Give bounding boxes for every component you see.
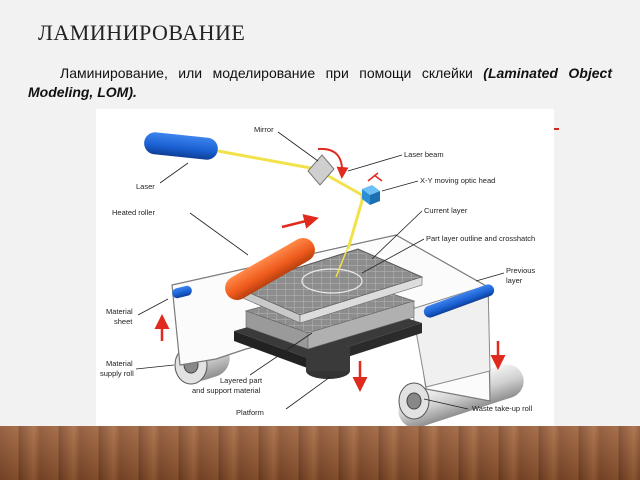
laser-source (144, 132, 218, 160)
xy-arrows (367, 172, 383, 182)
intro-text-ru: Ламинирование, или моделирование при пом… (60, 65, 484, 81)
label-current-layer: Current layer (424, 206, 468, 215)
roller-direction-arrow (281, 214, 319, 229)
optic-head (362, 185, 380, 205)
label-layered-part-1: Layered part (220, 376, 263, 385)
red-dash-mark (553, 128, 559, 130)
intro-paragraph: Ламинирование, или моделирование при пом… (28, 64, 612, 102)
leader-lines (135, 131, 505, 410)
mirror (307, 154, 335, 186)
label-laser: Laser (136, 182, 155, 191)
label-material-sheet-2: sheet (114, 317, 133, 326)
label-laser-beam: Laser beam (404, 150, 444, 159)
left-sheet-rail (172, 285, 192, 299)
label-outline: Part layer outline and crosshatch (426, 234, 535, 243)
right-blue-rail (423, 284, 495, 318)
label-previous-2: layer (506, 276, 523, 285)
label-supply-roll-2: supply roll (100, 369, 134, 378)
label-waste-roll: Waste take-up roll (472, 404, 532, 413)
wood-floor-background (0, 426, 640, 480)
lom-diagram: Mirror Laser Laser beam X-Y moving optic… (96, 109, 554, 435)
heated-roller (225, 238, 315, 300)
label-supply-roll-1: Material (106, 359, 133, 368)
intro-text-en: (Laminated Object Modeling, LOM). (28, 65, 612, 100)
mirror-rotate-arrow (317, 147, 349, 179)
label-platform: Platform (236, 408, 264, 417)
laser-beam-path (217, 149, 364, 250)
slide-title: ЛАМИНИРОВАНИЕ (38, 20, 246, 45)
label-previous-1: Previous (506, 266, 535, 275)
label-layered-part-2: and support material (192, 386, 261, 395)
part-outline (301, 268, 363, 294)
label-heated-roller: Heated roller (112, 208, 155, 217)
label-mirror: Mirror (254, 125, 274, 134)
label-material-sheet-1: Material (106, 307, 133, 316)
lom-diagram-svg: Mirror Laser Laser beam X-Y moving optic… (100, 125, 535, 428)
label-optic-head: X-Y moving optic head (420, 176, 495, 185)
